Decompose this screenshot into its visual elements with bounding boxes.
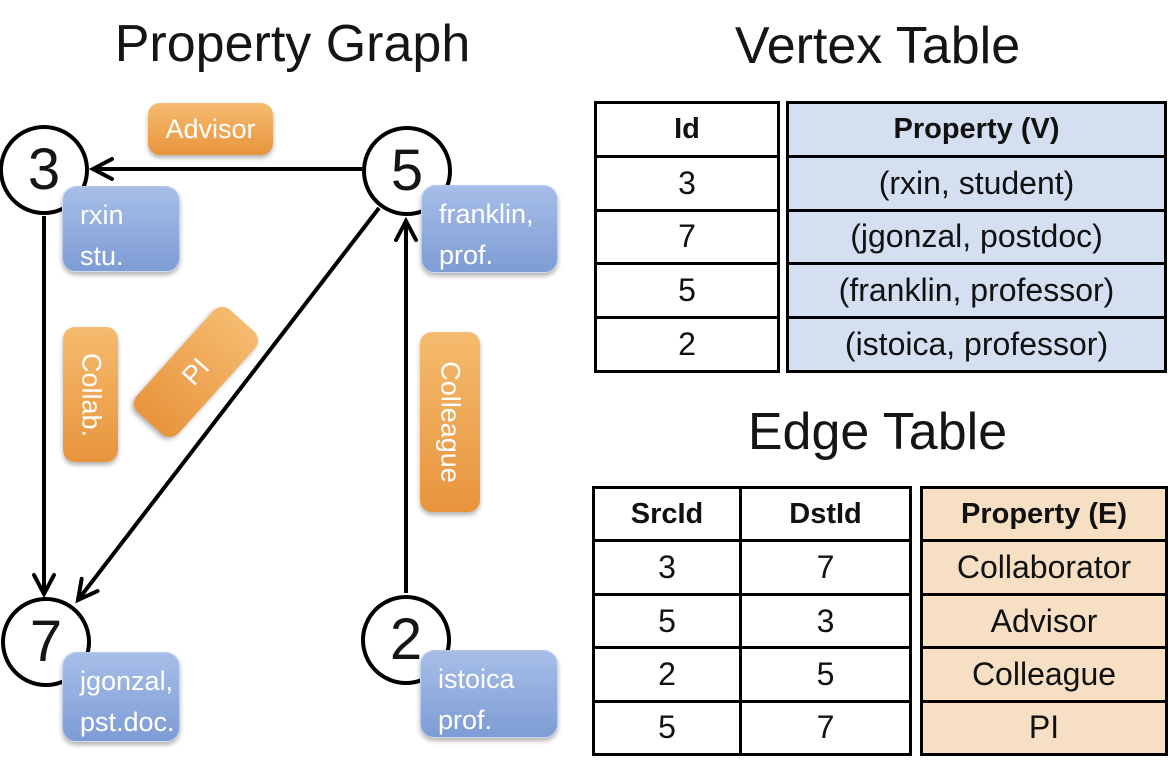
- node-id-label: 3: [27, 137, 61, 202]
- edge-pi-5-7: [75, 206, 381, 604]
- vertex-property-box-istoica: istoica prof.: [420, 650, 558, 738]
- table-cell: 3: [597, 154, 777, 209]
- edge-table-id-columns: SrcId DstId 3 7 5 3 2 5 5 7: [592, 486, 912, 756]
- table-cell: Colleague: [923, 646, 1165, 699]
- vertex-property-line: prof.: [438, 704, 493, 735]
- vertex-table-property-column: Property (V) (rxin, student) (jgonzal, p…: [786, 101, 1167, 373]
- edge-label-text: Colleague: [435, 361, 466, 483]
- table-cell: (rxin, student): [789, 154, 1164, 209]
- table-cell: 5: [595, 595, 742, 647]
- edge-table-header-dstid: DstId: [789, 497, 862, 530]
- vertex-property-box-jgonzal: jgonzal, pst.doc.: [62, 652, 180, 742]
- edge-table-header-srcid: SrcId: [595, 489, 742, 540]
- table-cell: 3: [816, 602, 835, 639]
- edge-table-header-property: Property (E): [961, 497, 1127, 530]
- vertex-property-line: stu.: [80, 240, 124, 271]
- table-cell: (jgonzal, postdoc): [789, 208, 1164, 263]
- table-cell: 2: [595, 649, 742, 700]
- table-cell: 3: [595, 542, 742, 593]
- vertex-table-title: Vertex Table: [734, 17, 1021, 75]
- table-cell: 7: [816, 709, 835, 746]
- edge-label-text: Advisor: [165, 113, 256, 144]
- vertex-property-box-rxin: rxin stu.: [62, 186, 180, 272]
- table-cell: 7: [816, 549, 835, 586]
- vertex-table-header-property: Property (V): [893, 112, 1060, 145]
- table-cell: 5: [597, 262, 777, 316]
- edge-table-title: Edge Table: [747, 403, 1008, 461]
- table-cell: 5: [816, 655, 835, 692]
- table-cell: (franklin, professor): [789, 262, 1164, 316]
- vertex-property-line: istoica: [438, 664, 515, 694]
- vertex-property-line: pst.doc.: [80, 706, 175, 737]
- graph-edges: [32, 157, 418, 604]
- node-id-label: 2: [389, 607, 423, 672]
- table-cell: Advisor: [923, 592, 1165, 646]
- table-cell: 5: [595, 702, 742, 754]
- table-cell: PI: [923, 699, 1165, 753]
- vertex-property-line: jgonzal,: [80, 666, 174, 696]
- graph-node-5: 5: [362, 126, 452, 216]
- vertex-property-box-franklin: franklin, prof.: [421, 185, 558, 273]
- node-id-label: 5: [390, 138, 424, 203]
- vertex-table-header-id: Id: [674, 112, 700, 145]
- edge-label-advisor: Advisor: [148, 103, 273, 155]
- table-cell: Collaborator: [923, 539, 1165, 592]
- vertex-property-line: prof.: [439, 239, 494, 270]
- property-graph-title: Property Graph: [114, 15, 471, 73]
- edge-label-text: Collab.: [76, 352, 106, 437]
- table-cell: (istoica, professor): [789, 316, 1164, 370]
- table-cell: 2: [597, 316, 777, 370]
- edge-label-collab: Collab.: [63, 327, 118, 462]
- graph-node-2: 2: [361, 595, 451, 685]
- table-cell: 7: [597, 208, 777, 263]
- node-id-label: 7: [29, 609, 63, 674]
- edge-label-text: PI: [175, 352, 216, 392]
- vertex-table-id-column: Id 3 7 5 2: [594, 101, 780, 373]
- edge-label-colleague: Colleague: [420, 332, 480, 512]
- edge-table-property-column: Property (E) Collaborator Advisor Collea…: [920, 486, 1168, 756]
- vertex-property-line: franklin,: [439, 199, 534, 229]
- vertex-property-line: rxin: [80, 200, 124, 230]
